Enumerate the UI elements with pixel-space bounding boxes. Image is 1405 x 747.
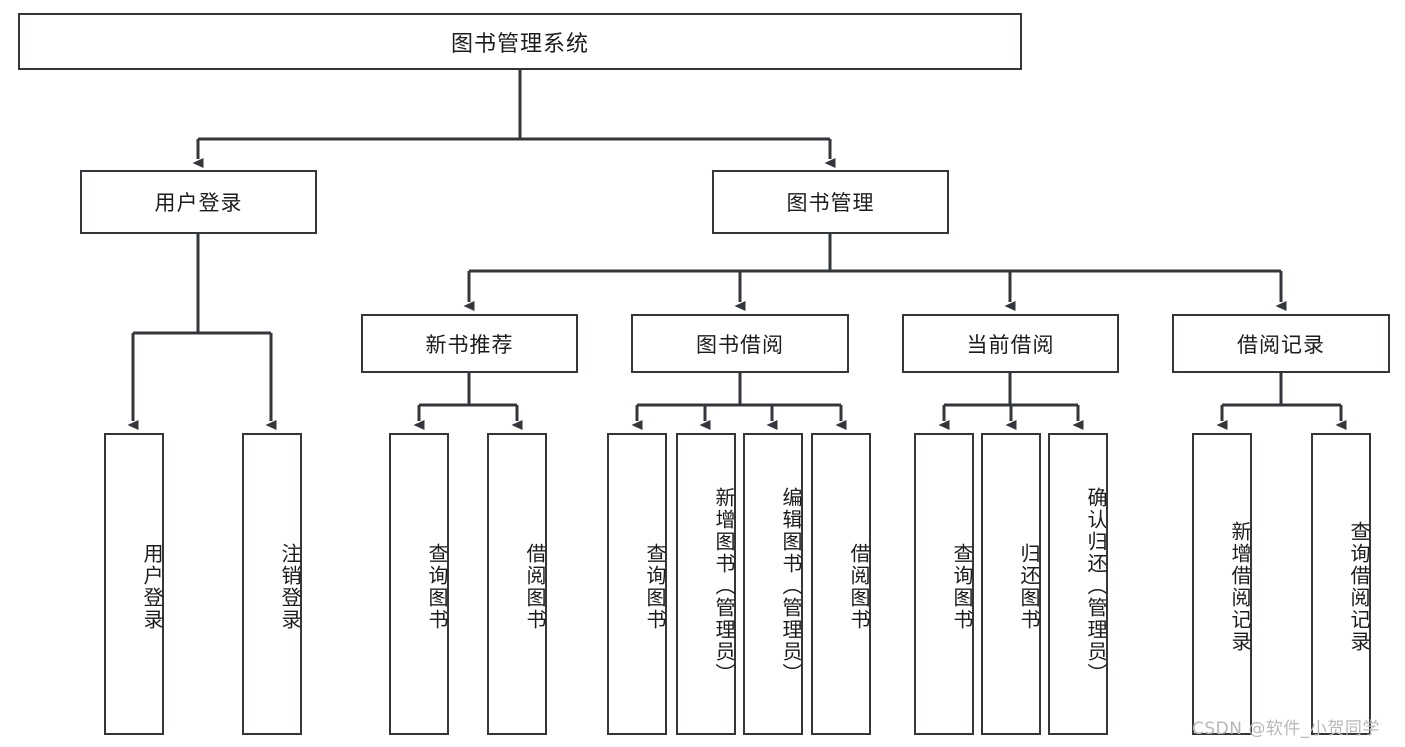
node-new-book-recommendation[interactable]: 新书推荐: [361, 314, 578, 373]
node-label: 图书管理系统: [450, 31, 589, 57]
node-label: 图书借阅: [696, 332, 784, 357]
leaf-query-books-recommend[interactable]: 查询图书: [389, 433, 449, 735]
node-label: 新增图书（管理员）: [712, 487, 736, 685]
leaf-query-books-borrow[interactable]: 查询图书: [607, 433, 667, 735]
node-label: 查询图书: [425, 543, 449, 631]
node-label: 用户登录: [154, 191, 243, 215]
leaf-query-books-current[interactable]: 查询图书: [914, 433, 974, 735]
node-label: 归还图书: [1017, 543, 1041, 631]
node-label: 查询图书: [643, 543, 667, 631]
node-label: 查询借阅记录: [1347, 521, 1371, 653]
node-label: 当前借阅: [966, 332, 1055, 357]
node-label: 借阅图书: [847, 543, 871, 631]
leaf-edit-book-admin[interactable]: 编辑图书（管理员）: [743, 433, 803, 735]
leaf-borrow-books-recommend[interactable]: 借阅图书: [487, 433, 547, 735]
node-label: 图书管理: [786, 191, 875, 215]
node-label: 新书推荐: [425, 332, 514, 357]
node-book-borrowing[interactable]: 图书借阅: [631, 314, 849, 373]
leaf-add-book-admin[interactable]: 新增图书（管理员）: [676, 433, 736, 735]
node-label: 借阅记录: [1237, 332, 1325, 357]
node-label: 用户登录: [140, 543, 164, 631]
node-label: 借阅图书: [523, 543, 547, 631]
node-label: 确认归还（管理员）: [1084, 487, 1108, 685]
leaf-user-login[interactable]: 用户登录: [104, 433, 164, 735]
node-label: 注销登录: [278, 543, 302, 631]
node-current-borrowing[interactable]: 当前借阅: [902, 314, 1119, 373]
node-book-management[interactable]: 图书管理: [712, 170, 949, 234]
node-label: 新增借阅记录: [1228, 521, 1252, 653]
leaf-return-books[interactable]: 归还图书: [981, 433, 1041, 735]
node-label: 查询图书: [950, 543, 974, 631]
node-label: 编辑图书（管理员）: [779, 487, 803, 685]
node-root-book-management-system[interactable]: 图书管理系统: [18, 13, 1022, 70]
leaf-borrow-books[interactable]: 借阅图书: [811, 433, 871, 735]
node-borrowing-records[interactable]: 借阅记录: [1172, 314, 1390, 373]
watermark: CSDN @软件_小贺同学: [1192, 719, 1380, 739]
leaf-logout-login[interactable]: 注销登录: [242, 433, 302, 735]
leaf-query-borrow-record[interactable]: 查询借阅记录: [1311, 433, 1371, 735]
leaf-add-borrow-record[interactable]: 新增借阅记录: [1192, 433, 1252, 735]
node-user-login[interactable]: 用户登录: [80, 170, 317, 234]
leaf-confirm-return-admin[interactable]: 确认归还（管理员）: [1048, 433, 1108, 735]
